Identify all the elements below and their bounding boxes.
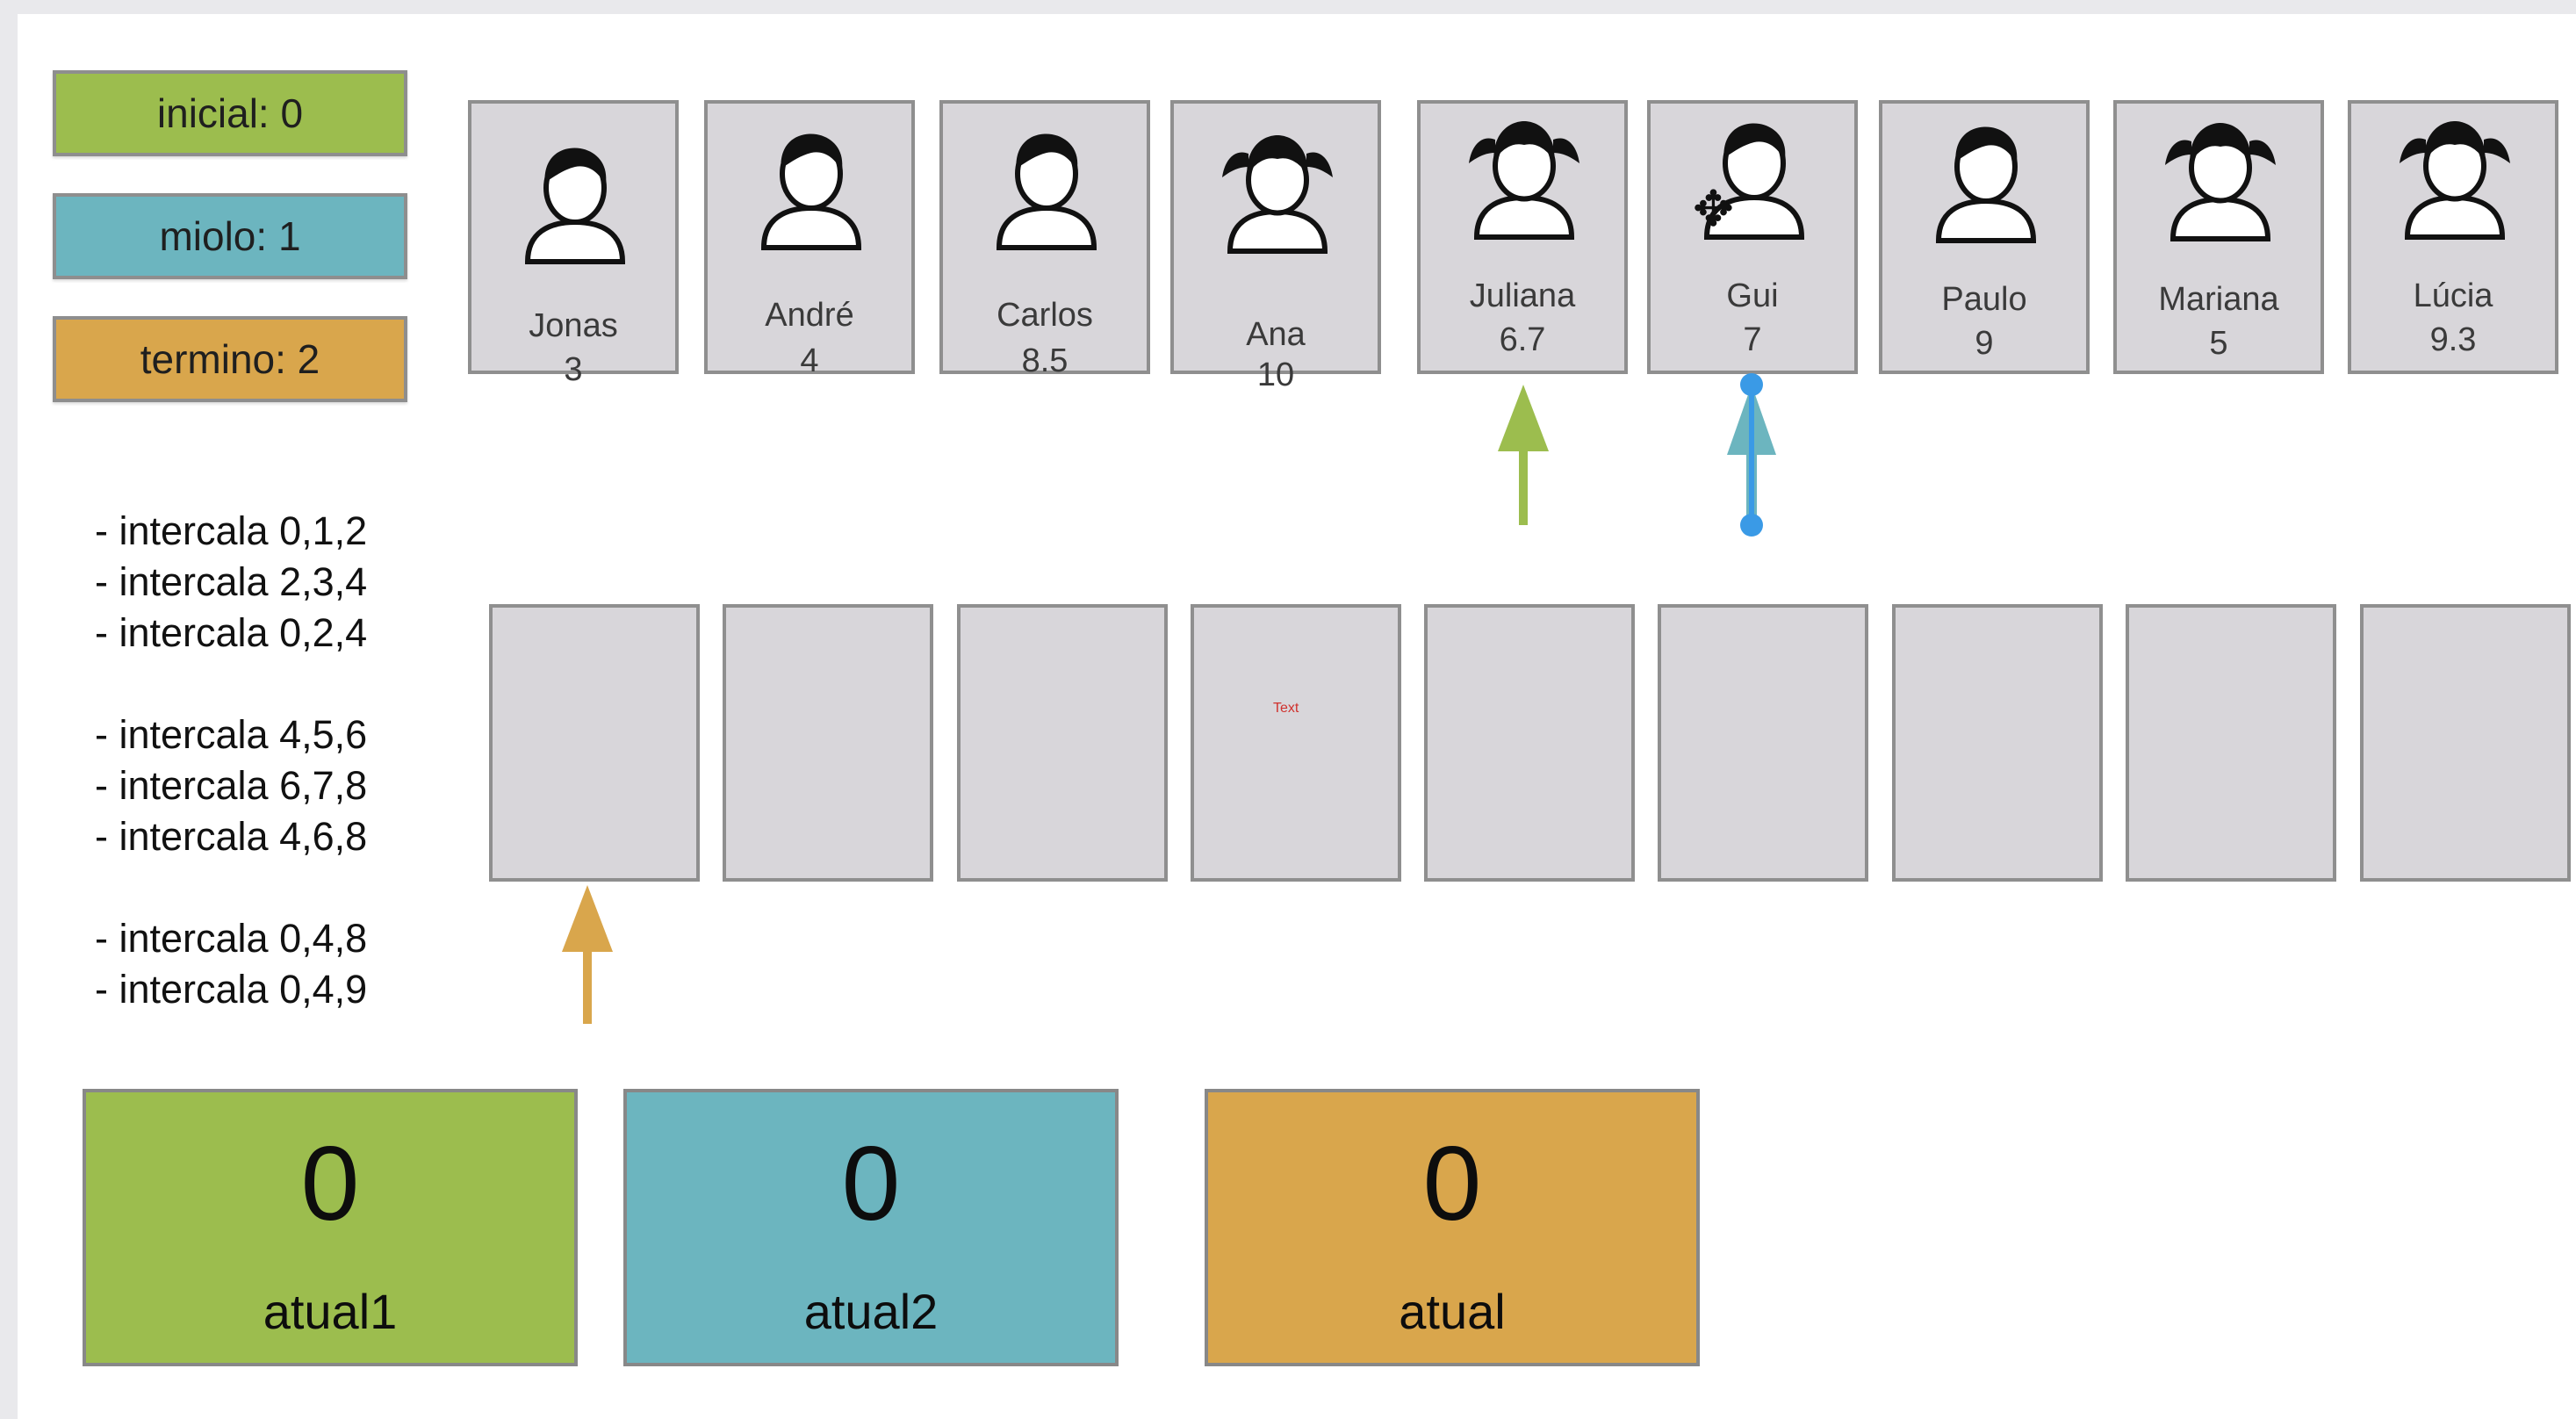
counter-label: atual2 [803, 1284, 939, 1339]
counter-value: 0 [841, 1125, 901, 1243]
operation-line: - intercala 4,5,6 [95, 712, 368, 757]
counter-atual: 0 atual [1205, 1089, 1700, 1366]
counter-value: 0 [300, 1125, 360, 1243]
person-card-carlos[interactable]: Carlos 8.5 [939, 100, 1150, 378]
counter-atual1: 0 atual1 [83, 1089, 578, 1366]
female-person-icon [1458, 111, 1590, 242]
move-cursor-icon: ✥ [1693, 181, 1734, 236]
person-card-lucia[interactable]: Lúcia 9.3 [2348, 100, 2558, 374]
person-name: André [765, 297, 854, 334]
operation-line: - intercala 6,7,8 [95, 763, 368, 808]
operation-line: - intercala 2,3,4 [95, 559, 368, 604]
person-name: Ana [1246, 316, 1306, 353]
person-value: 9.3 [2429, 321, 2477, 358]
person-name: Paulo [1941, 281, 2027, 318]
counter-label: atual [1399, 1284, 1506, 1339]
operation-line: - intercala 0,4,8 [95, 916, 368, 961]
placeholder-text[interactable]: Text [1273, 701, 1299, 716]
male-person-icon [1920, 114, 2052, 246]
person-card-juliana[interactable]: Juliana 6.7 [1417, 100, 1628, 374]
female-person-icon [2155, 112, 2286, 244]
operation-line: - intercala 0,1,2 [95, 508, 368, 553]
arrow-up-icon[interactable] [1493, 383, 1554, 527]
empty-slot-7[interactable] [2126, 604, 2336, 882]
person-card-gui[interactable]: Gui 7 [1647, 100, 1858, 374]
person-value: 9 [1975, 325, 1994, 362]
counter-label: atual1 [263, 1284, 398, 1339]
empty-slot-5[interactable] [1658, 604, 1868, 882]
person-card-mariana[interactable]: Mariana 5 [2113, 100, 2324, 374]
arrow-up-icon-selected[interactable] [1716, 371, 1787, 543]
person-name: Mariana [2158, 281, 2279, 318]
person-value: 5 [2209, 325, 2228, 362]
person-name: Juliana [1469, 277, 1576, 314]
person-value: 7 [1743, 321, 1762, 358]
person-name: Jonas [529, 307, 618, 344]
operations-list: - intercala 0,1,2 - intercala 2,3,4 - in… [95, 506, 367, 1015]
operation-line: - intercala 4,6,8 [95, 814, 368, 859]
person-card-andre[interactable]: André 4 [704, 100, 915, 378]
operation-line: - intercala 0,4,9 [95, 967, 368, 1012]
person-value: 10 [1256, 357, 1295, 393]
empty-slot-8[interactable] [2360, 604, 2571, 882]
counter-atual2: 0 atual2 [623, 1089, 1119, 1366]
legend-termino[interactable]: termino: 2 [53, 316, 407, 402]
male-person-icon [745, 121, 877, 253]
empty-slot-2[interactable] [957, 604, 1168, 882]
person-value: 8.5 [1021, 342, 1069, 379]
person-value: 4 [800, 342, 819, 379]
male-person-icon [981, 121, 1112, 253]
person-name: Lúcia [2413, 277, 2493, 314]
person-card-paulo[interactable]: Paulo 9 [1879, 100, 2090, 374]
person-value: 3 [564, 351, 583, 388]
person-card-jonas[interactable]: Jonas 3 [468, 100, 679, 386]
legend-miolo[interactable]: miolo: 1 [53, 193, 407, 279]
female-person-icon [2389, 111, 2521, 242]
person-name: Carlos [997, 297, 1093, 334]
female-person-icon [1212, 125, 1343, 256]
person-name: Gui [1726, 277, 1779, 314]
empty-slot-4[interactable] [1424, 604, 1635, 882]
male-person-icon [509, 135, 641, 267]
counter-value: 0 [1422, 1125, 1482, 1243]
person-card-ana[interactable]: Ana 10 [1170, 100, 1381, 392]
empty-slot-3[interactable] [1191, 604, 1401, 882]
person-value: 6.7 [1499, 321, 1546, 358]
empty-slot-6[interactable] [1892, 604, 2103, 882]
operation-line: - intercala 0,2,4 [95, 610, 368, 655]
legend-inicial[interactable]: inicial: 0 [53, 70, 407, 156]
empty-slot-0[interactable] [489, 604, 700, 882]
empty-slot-1[interactable] [723, 604, 933, 882]
arrow-up-icon[interactable] [558, 883, 616, 1024]
